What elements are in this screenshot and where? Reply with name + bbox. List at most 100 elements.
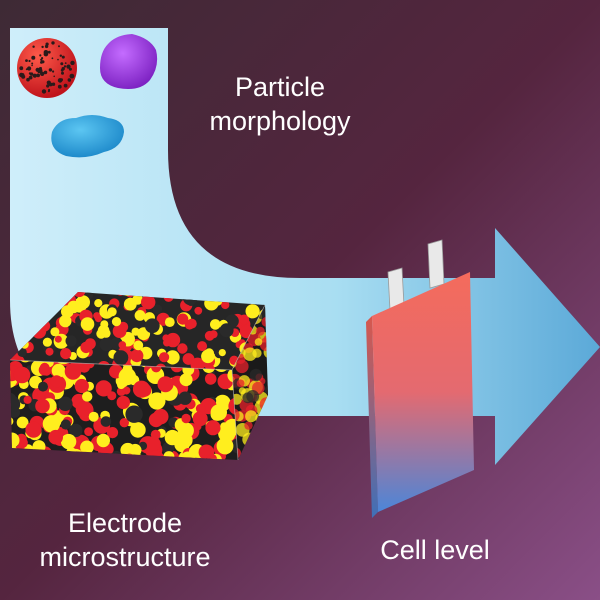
particle-speckle — [46, 80, 51, 85]
electrode-particle — [94, 315, 102, 323]
electrode-particle — [132, 380, 151, 398]
electrode-particle — [179, 373, 193, 387]
particle-speckle — [69, 73, 75, 79]
particle-speckle — [60, 78, 63, 82]
electrode-particle — [84, 427, 93, 436]
electrode-particle — [125, 405, 143, 423]
electrode-particle — [150, 429, 161, 440]
particle-speckle — [47, 90, 50, 93]
electrode-particle — [65, 335, 77, 347]
electrode-particle — [60, 433, 77, 450]
electrode-particle — [39, 362, 50, 373]
electrode-particle — [107, 307, 117, 317]
electrode-particle — [113, 350, 129, 365]
particle-speckle — [40, 61, 43, 64]
particle-speckle — [61, 67, 65, 71]
particle-label-line-2: morphology — [209, 106, 351, 136]
electrode-particle — [100, 416, 112, 427]
particle-speckle — [57, 84, 62, 89]
electrode-particle — [16, 416, 29, 429]
particle-morphology-label: Particle morphology — [195, 70, 365, 138]
electrode-particle — [116, 395, 130, 410]
electrode-particle — [96, 328, 107, 339]
electrode-particle — [106, 427, 119, 439]
electrode-particle — [107, 391, 117, 401]
particle-speckle — [47, 50, 51, 54]
electrode-particle — [69, 423, 83, 438]
electrode-particle — [134, 310, 146, 321]
electrode-particle — [164, 317, 175, 327]
particle-speckle — [45, 42, 49, 46]
particle-speckle — [59, 54, 62, 57]
electrode-particle — [197, 341, 208, 352]
electrode-particle — [144, 318, 160, 334]
particle-speckle — [58, 45, 60, 48]
electrode-particle — [157, 376, 174, 393]
electrode-particle — [82, 391, 93, 402]
electrode-particle — [221, 300, 230, 310]
electrode-particle — [99, 337, 114, 352]
electrode-particle — [51, 363, 66, 378]
electrode-particle — [45, 347, 54, 356]
electrode-particle — [245, 304, 260, 319]
electrode-particle — [218, 402, 228, 412]
electrode-particle — [42, 337, 53, 347]
electrode-particle — [38, 381, 48, 392]
electrode-particle — [122, 364, 133, 374]
electrode-particle — [249, 368, 263, 382]
particle-speckle — [70, 60, 75, 66]
electrode-particle — [152, 304, 163, 315]
particle-speckle — [52, 70, 55, 73]
electrode-particle — [118, 341, 127, 349]
electrode-particle — [170, 435, 179, 444]
particle-speckle — [51, 57, 54, 60]
electrode-label-line-1: Electrode — [67, 508, 183, 538]
particle-speckle — [26, 77, 30, 82]
electrode-particle — [204, 348, 214, 358]
particle-speckle — [68, 67, 72, 71]
particle-speckle — [28, 59, 31, 63]
particle-speckle — [29, 72, 34, 76]
electrode-particle — [23, 395, 32, 404]
electrode-particle — [60, 348, 72, 360]
electrode-particle — [244, 421, 253, 430]
cell-body — [372, 272, 474, 512]
cell-side — [366, 316, 378, 518]
electrode-microstructure-label: Electrode microstructure — [20, 506, 230, 574]
electrode-particle — [239, 314, 250, 325]
electrode-particle — [219, 323, 234, 338]
electrode-particle — [130, 349, 144, 363]
electrode-particle — [178, 391, 192, 405]
electrode-particle — [128, 443, 142, 457]
electrode-label-line-2: microstructure — [39, 542, 211, 572]
particle-speckle — [32, 45, 35, 48]
electrode-particle — [177, 343, 188, 354]
electrode-particle — [80, 341, 92, 354]
particle-speckle — [39, 54, 42, 57]
electrode-particle — [119, 418, 129, 428]
particle-speckle — [48, 68, 53, 72]
electrode-particle — [54, 335, 62, 343]
electrode-particle — [131, 327, 140, 336]
electrode-particle — [181, 413, 191, 424]
electrode-particle — [10, 395, 21, 413]
particle-speckle — [31, 62, 34, 65]
particle-speckle — [25, 59, 28, 62]
particle-speckle — [51, 82, 56, 86]
particle-speckle — [31, 64, 33, 67]
electrode-particle — [112, 324, 127, 338]
electrode-particle — [194, 306, 203, 315]
electrode-particle — [231, 438, 238, 454]
electrode-particle — [13, 366, 31, 384]
particle-speckle — [63, 83, 68, 88]
electrode-particle — [186, 318, 197, 329]
particle-speckle — [19, 66, 24, 71]
particle-speckle — [68, 79, 72, 82]
pouch-cell — [366, 239, 474, 518]
electrode-particle — [204, 373, 217, 385]
electrode-particle — [264, 385, 268, 395]
particle-speckle — [64, 62, 67, 64]
electrode-box — [9, 292, 268, 461]
electrode-particle — [94, 299, 103, 308]
